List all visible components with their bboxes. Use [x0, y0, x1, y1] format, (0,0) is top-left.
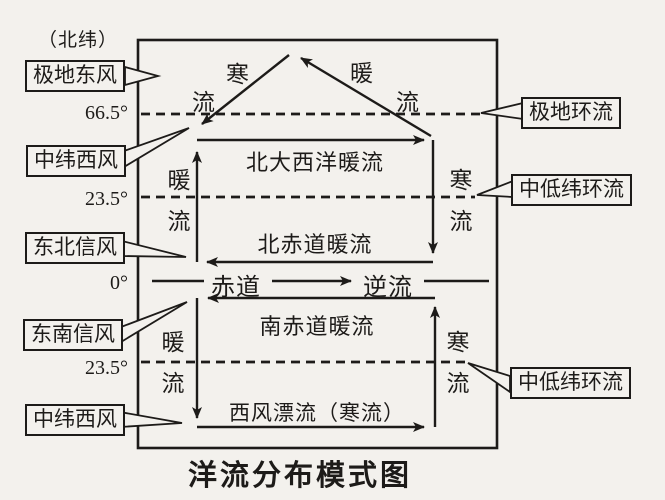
frame-border: [136, 38, 499, 450]
label-westerlies-north: 中纬西风: [26, 145, 126, 178]
label-cold-flank-ne: 寒流: [449, 168, 473, 234]
label-midlow-gyre-south: 中低纬环流: [510, 367, 631, 400]
label-equator: 赤道: [211, 275, 261, 301]
diagram-title: 洋流分布模式图: [187, 460, 412, 492]
label-south-equatorial-warm-current: 南赤道暖流: [259, 314, 375, 339]
polar-easterlies-pointer: [124, 65, 162, 87]
label-north-atlantic-warm-current: 北大西洋暖流: [245, 150, 384, 175]
label-cold-flank-se: 寒流: [446, 330, 470, 396]
label-warm-flank-nw: 暖流: [167, 168, 191, 234]
latitude-66-5n: 66.5°: [85, 102, 128, 124]
ne-trades-pointer: [121, 239, 187, 258]
label-polar-easterlies: 极地东风: [25, 60, 125, 93]
midlow-gyre-s-pointer: [467, 362, 511, 394]
label-west-wind-drift: 西风漂流（寒流）: [229, 401, 405, 425]
label-westerlies-south: 中纬西风: [25, 404, 125, 437]
latitude-0: 0°: [110, 272, 128, 294]
hemisphere-note: （北纬）: [38, 30, 119, 51]
label-polar-gyre: 极地环流: [521, 97, 621, 130]
polar-cold-current-arrow: [201, 54, 290, 125]
latitude-23-5s: 23.5°: [85, 357, 128, 379]
polar-gyre-pointer: [480, 101, 524, 121]
label-se-trade-winds: 东南信风: [23, 319, 123, 352]
label-counter-current: 逆流: [363, 275, 413, 301]
polar-cold-char-1: 寒: [226, 62, 249, 87]
polar-cold-char-2: 流: [192, 90, 215, 115]
westerlies-s-pointer: [119, 410, 183, 428]
label-midlow-gyre-north: 中低纬环流: [511, 174, 632, 207]
polar-warm-char-1: 暖: [350, 61, 373, 86]
label-north-equatorial-warm-current: 北赤道暖流: [257, 232, 373, 257]
polar-warm-char-2: 流: [396, 90, 419, 115]
polar-warm-current-arrow: [300, 56, 432, 138]
label-ne-trade-winds: 东北信风: [25, 232, 125, 265]
midlow-gyre-n-pointer: [476, 179, 514, 198]
label-warm-flank-sw: 暖流: [161, 330, 185, 396]
latitude-23-5n: 23.5°: [85, 188, 128, 210]
